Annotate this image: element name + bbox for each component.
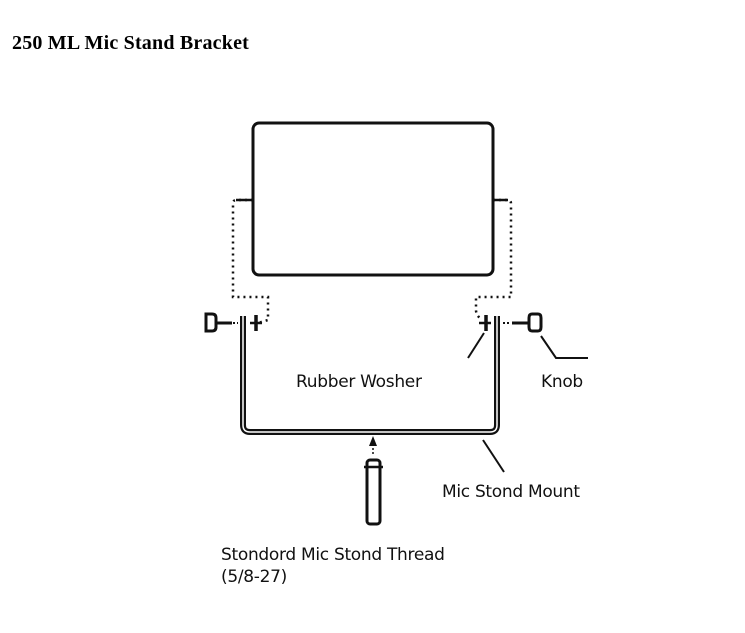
speaker-cabinet	[251, 121, 495, 277]
knob-label: Knob	[541, 372, 583, 392]
left-knob	[204, 312, 238, 333]
thread-label-line2: (5/8-27)	[221, 567, 287, 587]
u-mount-inner	[242, 316, 498, 433]
left-rubber-washer	[250, 315, 262, 331]
knob-leader	[540, 335, 588, 359]
right-knob	[503, 312, 543, 333]
page-title: 250 ML Mic Stand Bracket	[12, 32, 250, 54]
thread-stud	[364, 436, 383, 526]
mount-leader	[482, 439, 505, 473]
washer-leader	[467, 332, 485, 359]
rubber-washer-label: Rubber Wosher	[296, 372, 422, 392]
bracket-outline-left	[231, 198, 270, 325]
thread-label-line1: Stondord Mic Stond Thread	[221, 545, 445, 565]
right-rubber-washer	[479, 315, 491, 331]
mic-stand-mount-label: Mic Stond Mount	[442, 482, 580, 502]
